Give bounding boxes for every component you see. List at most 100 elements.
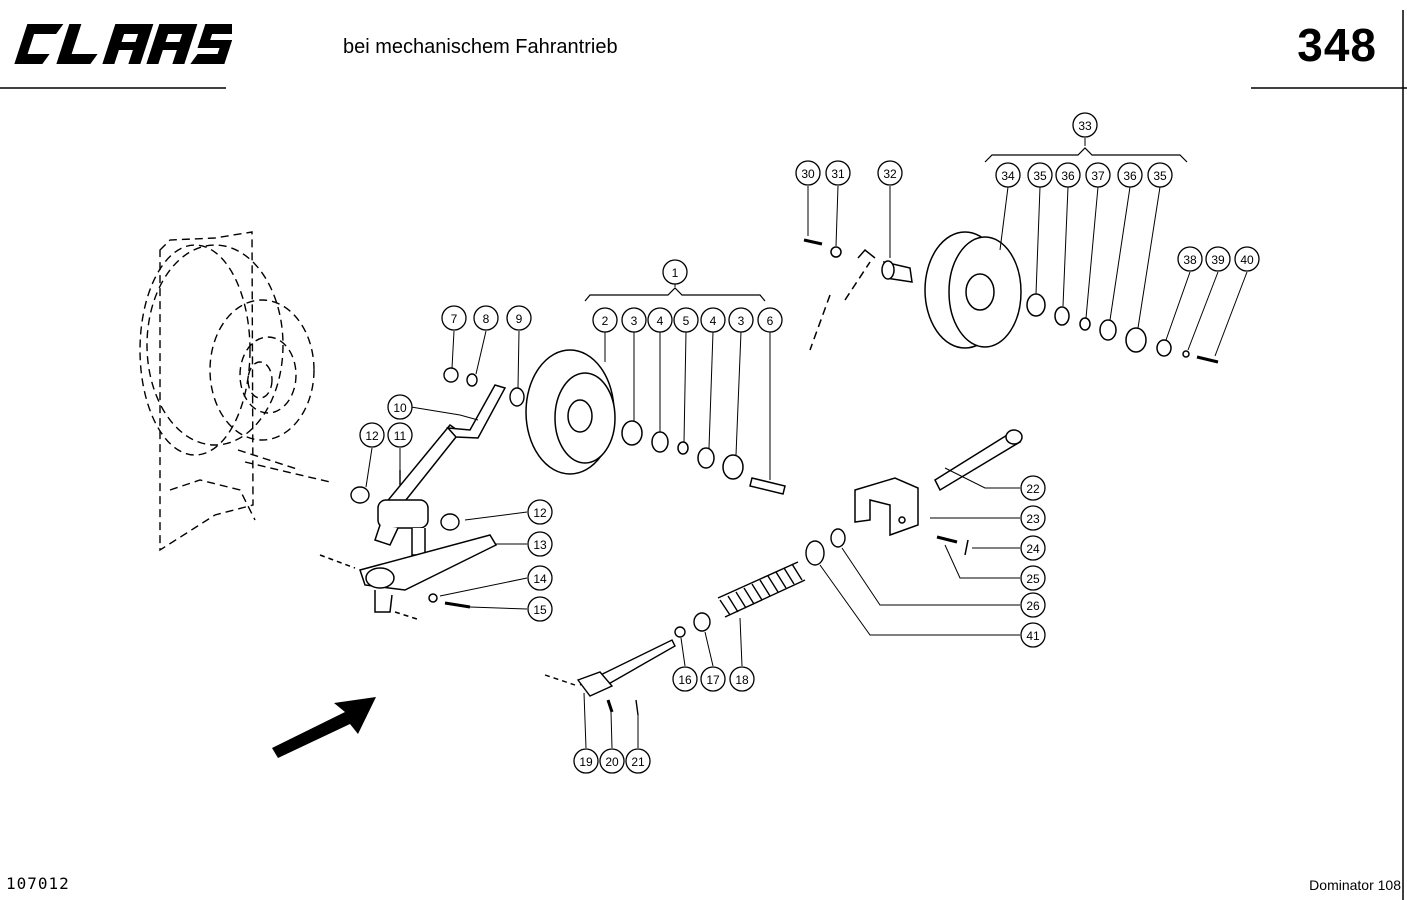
callout-label: 12	[365, 429, 379, 443]
callout-33: 33	[1072, 112, 1098, 138]
callout-40: 40	[1234, 246, 1260, 272]
callout-label: 32	[883, 167, 897, 181]
callout-37: 37	[1085, 162, 1111, 188]
model-name: Dominator 108	[1309, 877, 1401, 893]
leader-lines	[365, 138, 1248, 749]
callout-26: 26	[1020, 592, 1046, 618]
callout-label: 5	[683, 314, 690, 328]
callout-label: 35	[1153, 169, 1167, 183]
callout-36: 36	[1117, 162, 1143, 188]
callout-label: 14	[533, 572, 547, 586]
callout-41: 41	[1020, 622, 1046, 648]
callout-label: 19	[579, 755, 593, 769]
callout-label: 20	[605, 755, 619, 769]
callout-6: 6	[757, 307, 783, 333]
callout-label: 4	[710, 314, 717, 328]
callout-label: 4	[657, 314, 664, 328]
callout-30: 30	[795, 160, 821, 186]
callout-1: 1	[662, 259, 688, 285]
callout-3: 3	[621, 307, 647, 333]
callout-label: 17	[706, 673, 720, 687]
callout-label: 13	[533, 538, 547, 552]
callout-label: 41	[1026, 629, 1040, 643]
bracket-part-23	[854, 429, 1023, 556]
callout-label: 22	[1026, 482, 1040, 496]
callout-label: 40	[1240, 253, 1254, 267]
group-brackets	[584, 147, 1188, 302]
callout-16: 16	[672, 666, 698, 692]
small-parts-left	[350, 367, 525, 531]
callout-label: 26	[1026, 599, 1040, 613]
callout-label: 21	[631, 755, 645, 769]
callout-23: 23	[1020, 505, 1046, 531]
document-number: 107012	[6, 874, 70, 893]
pulley-assembly-33	[803, 231, 1219, 364]
callout-35: 35	[1147, 162, 1173, 188]
page-number: 348	[1297, 19, 1377, 71]
callout-32: 32	[877, 160, 903, 186]
callout-label: 24	[1026, 542, 1040, 556]
callout-10: 10	[387, 394, 413, 420]
callout-label: 9	[516, 312, 523, 326]
callout-label: 36	[1123, 169, 1137, 183]
callout-label: 39	[1211, 253, 1225, 267]
callout-label: 16	[678, 673, 692, 687]
callout-18: 18	[729, 666, 755, 692]
callout-24: 24	[1020, 535, 1046, 561]
callout-12: 12	[527, 499, 553, 525]
callout-20: 20	[599, 748, 625, 774]
callout-19: 19	[573, 748, 599, 774]
callout-3: 3	[728, 307, 754, 333]
callout-36: 36	[1055, 162, 1081, 188]
callout-12: 12	[359, 422, 385, 448]
callout-13: 13	[527, 531, 553, 557]
callout-label: 8	[483, 312, 490, 326]
callout-14: 14	[527, 565, 553, 591]
callout-34: 34	[995, 162, 1021, 188]
arm-part-13	[319, 534, 498, 621]
callout-31: 31	[825, 160, 851, 186]
lever-part-10	[374, 384, 507, 556]
callout-11: 11	[387, 422, 413, 448]
callout-label: 11	[394, 429, 407, 443]
callout-label: 1	[672, 266, 679, 280]
callout-label: 10	[393, 401, 407, 415]
callout-4: 4	[700, 307, 726, 333]
callout-label: 31	[831, 167, 845, 181]
callout-label: 3	[631, 314, 638, 328]
header-frame	[0, 10, 1407, 900]
callout-label: 15	[533, 603, 547, 617]
callout-label: 34	[1001, 169, 1015, 183]
callout-22: 22	[1020, 475, 1046, 501]
callout-9: 9	[506, 305, 532, 331]
callout-label: 18	[735, 673, 749, 687]
callout-15: 15	[527, 596, 553, 622]
callout-label: 33	[1078, 119, 1092, 133]
callout-label: 6	[767, 314, 774, 328]
claas-logo	[14, 24, 232, 64]
gearbox-housing-outline	[139, 231, 331, 552]
callout-label: 35	[1033, 169, 1047, 183]
callout-39: 39	[1205, 246, 1231, 272]
callout-4: 4	[647, 307, 673, 333]
callout-label: 23	[1026, 512, 1040, 526]
callout-38: 38	[1177, 246, 1203, 272]
callout-label: 38	[1183, 253, 1197, 267]
callout-label: 25	[1026, 572, 1040, 586]
callout-25: 25	[1020, 565, 1046, 591]
callout-17: 17	[700, 666, 726, 692]
callout-2: 2	[592, 307, 618, 333]
spring-part-18	[544, 528, 846, 716]
callout-label: 12	[533, 506, 547, 520]
callout-label: 37	[1091, 169, 1105, 183]
callout-label: 3	[738, 314, 745, 328]
pulley-assembly-1	[525, 349, 786, 495]
callout-35: 35	[1027, 162, 1053, 188]
callout-21: 21	[625, 748, 651, 774]
callout-label: 7	[451, 312, 458, 326]
page-title: bei mechanischem Fahrantrieb	[343, 36, 618, 58]
callout-8: 8	[473, 305, 499, 331]
direction-arrow-icon	[272, 697, 376, 758]
